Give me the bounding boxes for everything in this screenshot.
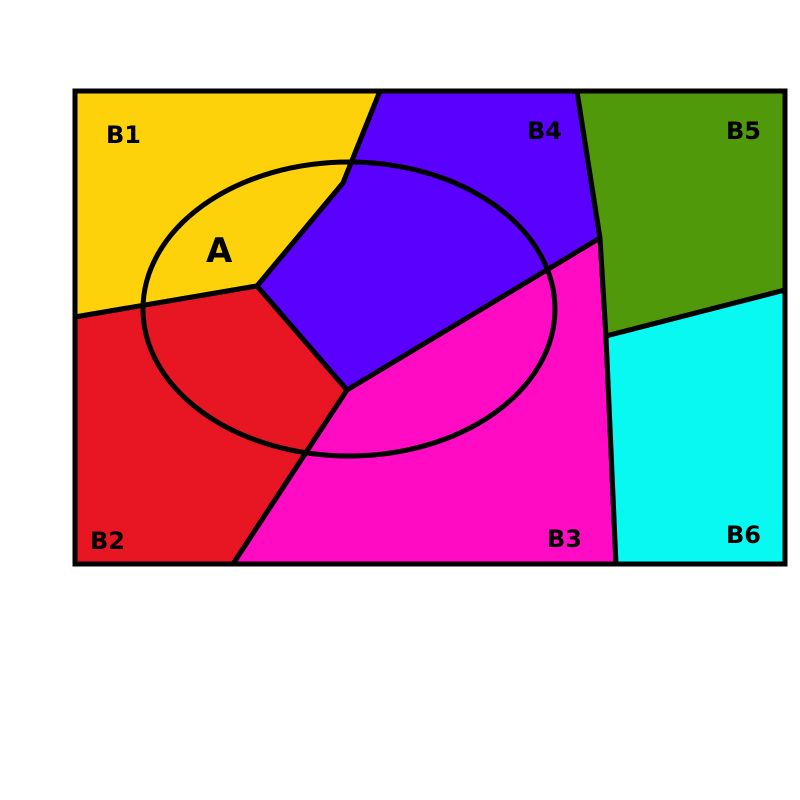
label-a: A — [206, 231, 233, 271]
label-b1: B1 — [106, 121, 141, 149]
diagram-frame — [72, 88, 788, 567]
label-b6: B6 — [726, 521, 761, 549]
ellipse-a — [140, 159, 558, 459]
label-b4: B4 — [527, 117, 562, 145]
label-b2: B2 — [90, 527, 125, 555]
label-b5: B5 — [726, 117, 761, 145]
label-b3: B3 — [547, 525, 582, 553]
